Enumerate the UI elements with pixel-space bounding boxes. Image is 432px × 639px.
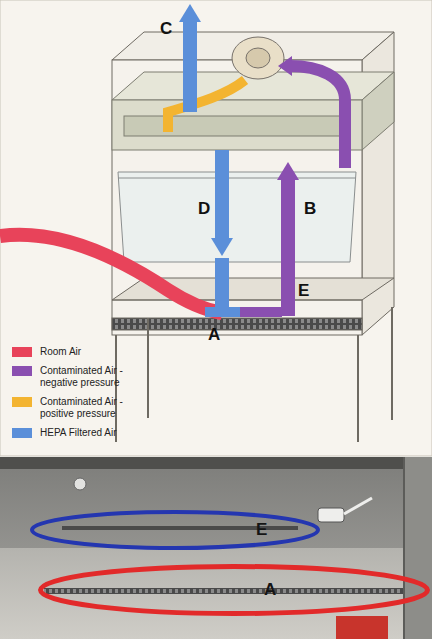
cabinet-photo bbox=[0, 548, 432, 639]
hepa-filter-housing bbox=[112, 72, 394, 150]
cabinet-photo bbox=[403, 457, 405, 639]
hepa-filter-housing bbox=[124, 116, 350, 136]
airflow-arrows bbox=[0, 4, 345, 316]
cabinet-legs bbox=[357, 335, 359, 442]
hepa-filter-housing bbox=[112, 100, 362, 150]
cabinet-photo bbox=[336, 616, 388, 639]
split-flow bbox=[205, 307, 240, 317]
callout-letter: A bbox=[208, 326, 220, 345]
legend-swatch bbox=[12, 366, 32, 376]
grille-oval: E bbox=[30, 510, 320, 550]
downflow-arrow bbox=[215, 258, 229, 308]
arrow-head bbox=[179, 4, 201, 22]
cabinet-legs bbox=[147, 318, 149, 418]
drawing-panel bbox=[0, 0, 432, 456]
grille-oval: A bbox=[38, 564, 430, 616]
cabinet-body bbox=[112, 32, 394, 335]
blower-fan bbox=[232, 37, 284, 79]
blower-fan bbox=[232, 37, 284, 79]
blower-fan bbox=[246, 48, 270, 68]
cabinet-photo bbox=[0, 457, 432, 469]
work-surface bbox=[112, 318, 362, 330]
legend-text: Contaminated Air - negative pressure bbox=[40, 365, 158, 389]
legend-row: Contaminated Air - positive pressure bbox=[12, 396, 172, 420]
sash-window bbox=[118, 178, 356, 179]
callout-letter: E bbox=[298, 282, 309, 301]
positive-pressure-arrow bbox=[168, 80, 245, 132]
exhaust-arrow bbox=[183, 20, 197, 112]
arrow-head bbox=[211, 238, 233, 256]
oval-outline bbox=[30, 510, 320, 550]
oval-outline bbox=[38, 564, 430, 616]
cabinet-legs bbox=[116, 307, 392, 442]
callout-letter: D bbox=[198, 200, 210, 219]
cabinet-photo bbox=[344, 498, 372, 514]
legend-row: Contaminated Air - negative pressure bbox=[12, 365, 172, 389]
legend-text: Contaminated Air - positive pressure bbox=[40, 396, 158, 420]
legend-row: HEPA Filtered Air bbox=[12, 427, 172, 439]
cabinet-photo bbox=[404, 457, 432, 639]
oval-outline bbox=[32, 512, 318, 548]
hepa-filter-housing bbox=[362, 72, 394, 150]
room-air-arrow bbox=[0, 235, 222, 313]
arrow-head bbox=[277, 162, 299, 180]
grille-letter: E bbox=[256, 521, 267, 540]
cabinet-legs bbox=[115, 335, 117, 442]
downflow-arrow bbox=[215, 150, 229, 240]
cabinet-photo bbox=[74, 478, 86, 490]
split-flow bbox=[240, 307, 282, 317]
legend-row: Room Air bbox=[12, 346, 172, 358]
cabinet-photo bbox=[0, 457, 432, 639]
grille-letter: A bbox=[264, 581, 276, 600]
callout-letter: C bbox=[160, 20, 172, 39]
legend-swatch bbox=[12, 428, 32, 438]
drawing-panel bbox=[0, 0, 432, 456]
oval-outline bbox=[41, 567, 428, 614]
legend-swatch bbox=[12, 397, 32, 407]
cabinet-photo bbox=[0, 457, 432, 639]
plenum-arrow bbox=[290, 66, 345, 168]
cabinet-photo bbox=[44, 588, 422, 594]
legend: Room AirContaminated Air - negative pres… bbox=[12, 346, 172, 446]
callout-letter: B bbox=[304, 200, 316, 219]
cabinet-photo bbox=[318, 508, 344, 522]
arrow-head bbox=[278, 56, 292, 76]
legend-text: HEPA Filtered Air bbox=[40, 427, 158, 439]
sash-window bbox=[118, 172, 356, 262]
work-surface bbox=[112, 300, 362, 301]
cabinet-legs bbox=[391, 307, 393, 420]
rear-grille-arrow bbox=[281, 178, 295, 316]
legend-swatch bbox=[12, 347, 32, 357]
sash-window bbox=[118, 172, 356, 262]
legend-text: Room Air bbox=[40, 346, 158, 358]
